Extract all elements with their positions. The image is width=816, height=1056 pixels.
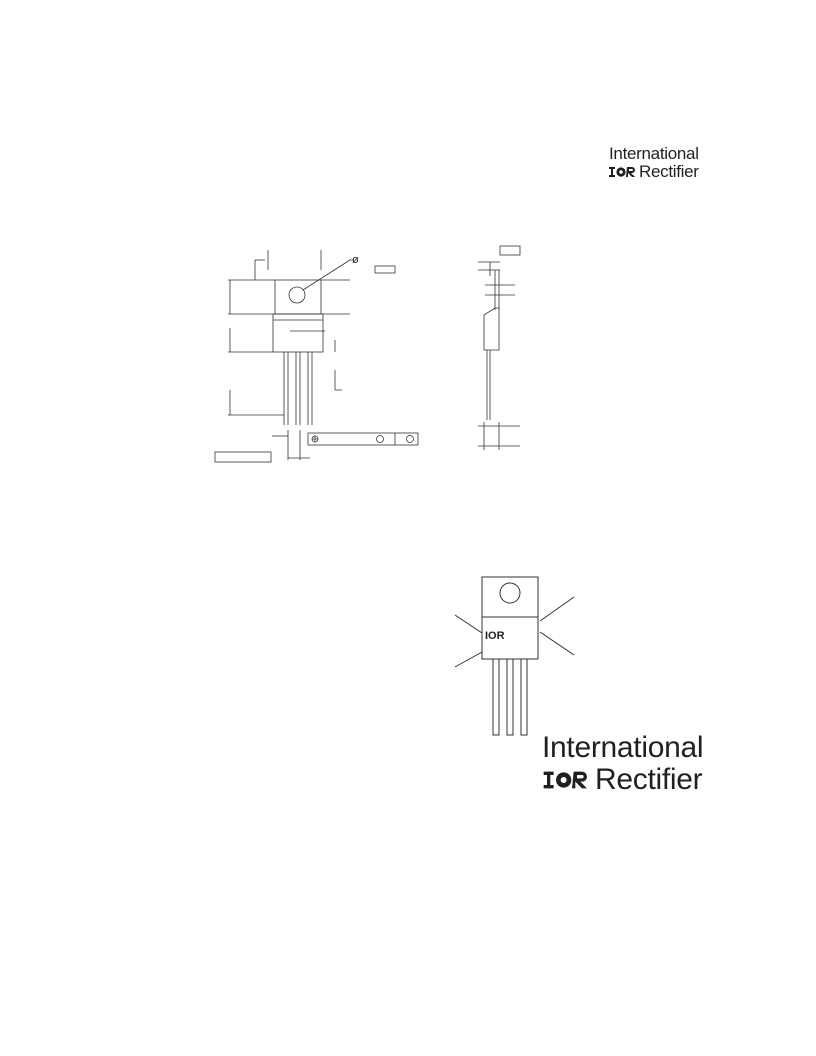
side-datum-box: [499, 245, 521, 256]
package-outline-drawing: ø: [214, 245, 521, 463]
datum-box: [214, 451, 272, 463]
footer-logo-line2-row: Rectifier: [542, 765, 703, 795]
lead-end-view: [307, 432, 419, 446]
part-marking-drawing: IOR: [454, 576, 575, 736]
footer-logo-line2: Rectifier: [595, 763, 703, 796]
footer-logo: International Rectifier: [542, 731, 704, 795]
mounting-hole-icon: [288, 286, 306, 304]
footer-logo-line1: International: [542, 731, 704, 764]
marking-mounting-hole-icon: [499, 582, 521, 604]
tolerance-box: [374, 265, 396, 274]
header-logo-line1: International: [609, 144, 699, 163]
diameter-symbol: ø: [352, 254, 359, 266]
front-body-outline: [272, 313, 324, 353]
marking-lead-2: [506, 658, 514, 736]
ior-logo-icon: [543, 771, 587, 789]
header-logo: International Rectifier: [609, 145, 699, 180]
marking-lead-3: [520, 658, 528, 736]
marking-lead-1: [492, 658, 500, 736]
ior-logo-icon: [609, 166, 635, 177]
front-tab-outline: [274, 279, 322, 315]
header-logo-line2: Rectifier: [639, 162, 699, 181]
header-logo-line2-row: Rectifier: [609, 163, 699, 180]
side-body-outline: [483, 307, 500, 351]
marking-logo: IOR: [485, 630, 505, 642]
